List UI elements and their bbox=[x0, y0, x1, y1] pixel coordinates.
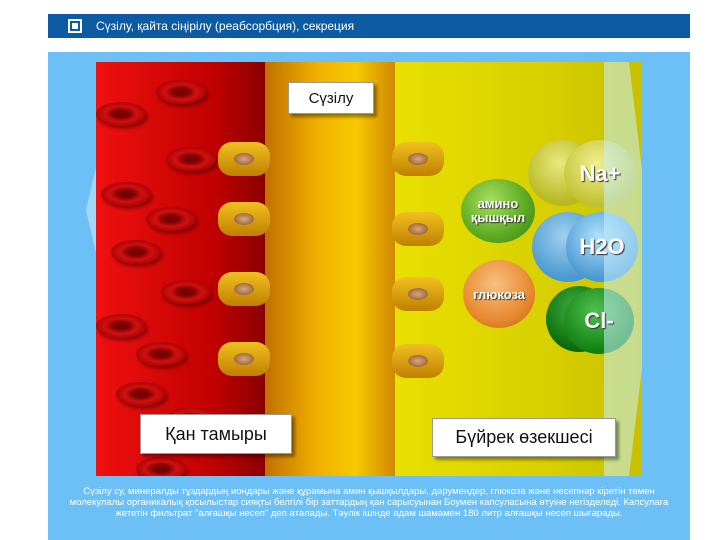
chloride-label: Cl- bbox=[584, 308, 614, 333]
membrane-pore bbox=[218, 202, 270, 236]
glucose-label: глюкоза bbox=[472, 286, 526, 302]
window-icon[interactable] bbox=[68, 19, 82, 33]
membrane-pore bbox=[218, 342, 270, 376]
filtration-direction-arrow bbox=[604, 62, 642, 476]
membrane-pore bbox=[392, 344, 444, 378]
red-blood-cell bbox=[136, 457, 186, 476]
red-blood-cell bbox=[166, 147, 216, 171]
membrane-pore bbox=[392, 212, 444, 246]
title-bar: Сүзілу, қайта сіңірілу (реабсорбция), се… bbox=[48, 14, 690, 38]
glucose-molecule: глюкоза bbox=[463, 260, 535, 328]
filtration-illustration: амино қышқыл глюкоза Na+ H2O Cl- Сүзілу … bbox=[96, 62, 642, 476]
red-blood-cell bbox=[136, 342, 186, 366]
red-blood-cell bbox=[101, 182, 151, 206]
filtration-label: Сүзілу bbox=[288, 82, 374, 114]
membrane-pore bbox=[392, 277, 444, 311]
amino-acid-molecule: амино қышқыл bbox=[461, 179, 535, 243]
red-blood-cell bbox=[96, 102, 146, 126]
kidney-tubule-label: Бүйрек өзекшесі bbox=[432, 418, 616, 457]
window-title: Сүзілу, қайта сіңірілу (реабсорбция), се… bbox=[96, 19, 355, 33]
membrane-pore bbox=[218, 272, 270, 306]
red-blood-cell bbox=[146, 207, 196, 231]
red-blood-cell bbox=[156, 80, 206, 104]
sodium-label: Na+ bbox=[579, 161, 621, 186]
red-blood-cell bbox=[111, 240, 161, 264]
membrane-pore bbox=[218, 142, 270, 176]
amino-acid-label: амино қышқыл bbox=[470, 196, 526, 225]
red-blood-cell bbox=[161, 280, 211, 304]
red-blood-cell bbox=[116, 382, 166, 406]
membrane-pore bbox=[392, 142, 444, 176]
description-text: Сүзілу су, минералды тұздардың иондары ж… bbox=[69, 486, 669, 519]
red-blood-cell bbox=[96, 314, 146, 338]
water-label: H2O bbox=[579, 234, 625, 259]
blood-vessel-label: Қан тамыры bbox=[140, 414, 292, 454]
membrane-region bbox=[265, 62, 395, 476]
